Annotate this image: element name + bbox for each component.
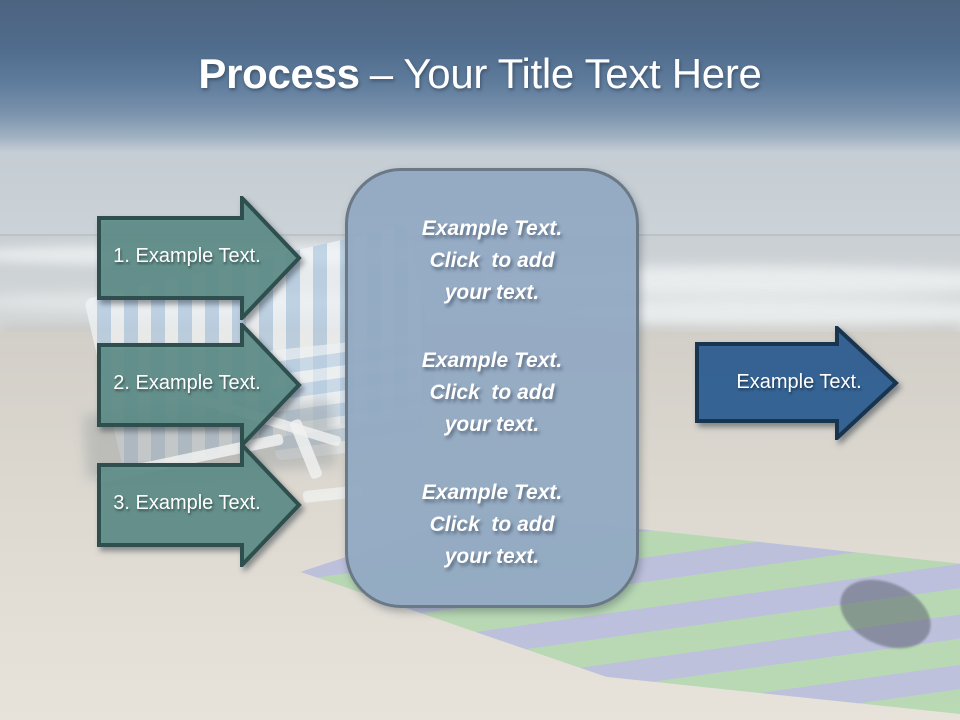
right-arrow-shape-icon — [97, 196, 302, 320]
content-text-3[interactable]: Example Text. Click to add your text. — [421, 480, 563, 568]
result-arrow[interactable]: Example Text. — [695, 326, 899, 440]
right-arrow-shape-icon — [695, 326, 899, 440]
right-arrow-shape-icon — [97, 443, 302, 567]
content-text-1[interactable]: Example Text. Click to add your text. — [421, 217, 563, 305]
title-rest: – Your Title Text Here — [369, 50, 762, 97]
slide-title[interactable]: Process– Your Title Text Here — [0, 50, 960, 98]
step-arrow-1-label: 1. Example Text. — [113, 245, 261, 267]
title-emphasis: Process — [198, 50, 360, 97]
step-arrow-1[interactable]: 1. Example Text. — [97, 196, 302, 320]
content-panel[interactable]: Example Text. Click to add your text. Ex… — [345, 168, 639, 608]
header-gradient — [0, 0, 960, 152]
content-text-2[interactable]: Example Text. Click to add your text. — [421, 349, 563, 436]
step-arrow-2[interactable]: 2. Example Text. — [97, 323, 302, 447]
step-arrow-3[interactable]: 3. Example Text. — [97, 443, 302, 567]
step-arrow-2-label: 2. Example Text. — [113, 372, 261, 394]
step-arrow-3-label: 3. Example Text. — [113, 492, 261, 514]
right-arrow-shape-icon — [97, 323, 302, 447]
result-arrow-label: Example Text. — [736, 371, 862, 393]
